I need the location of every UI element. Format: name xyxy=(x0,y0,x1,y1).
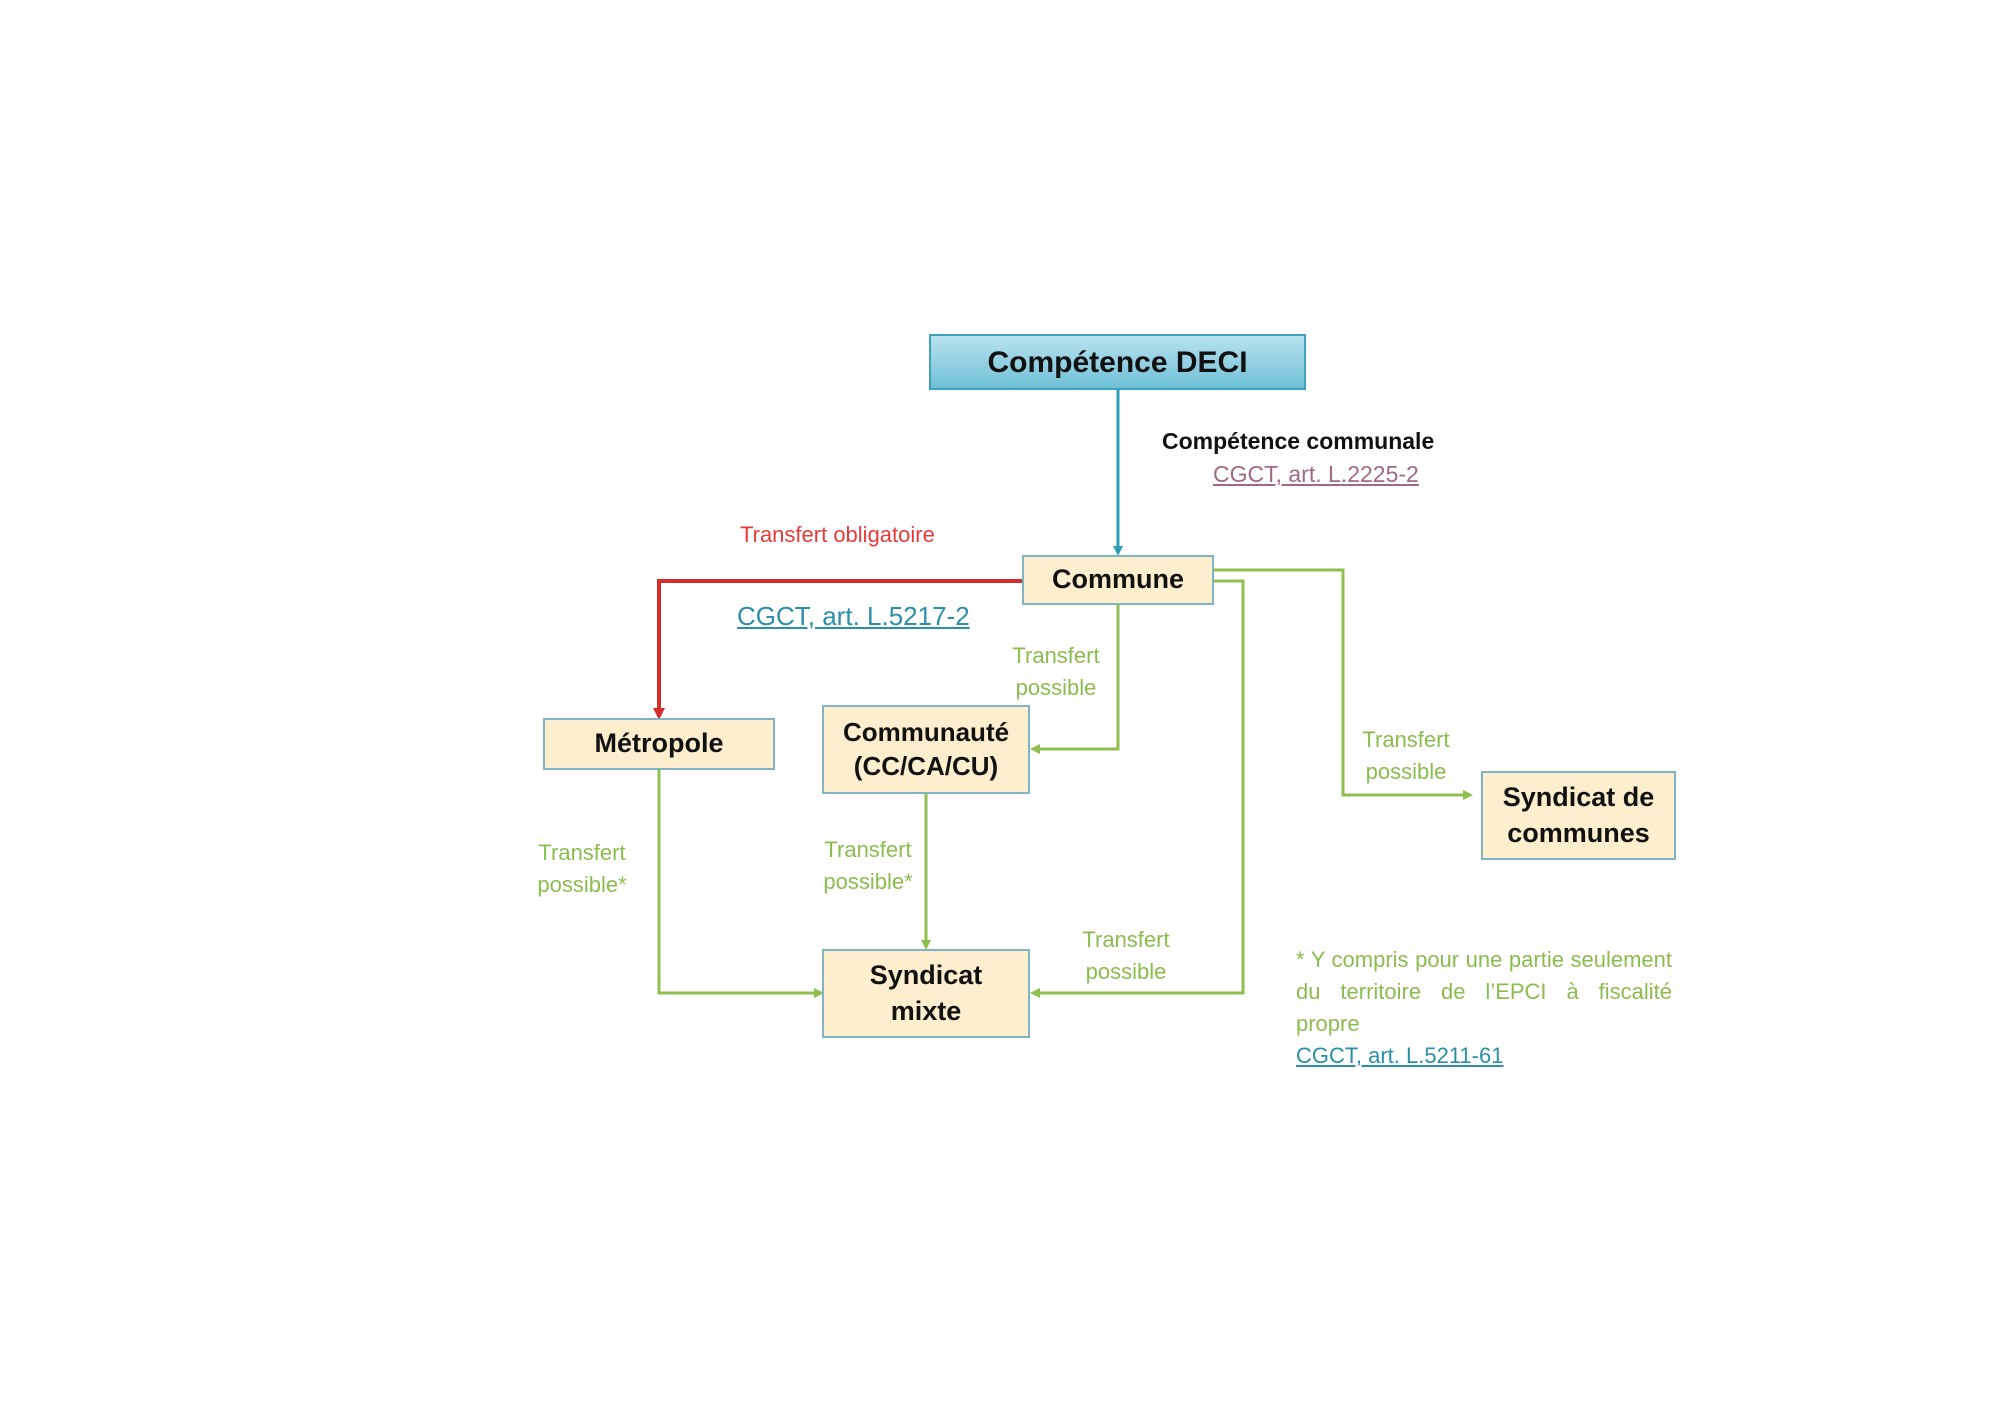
label-transfert: Transfert xyxy=(1082,927,1170,952)
label-transfert: Transfert xyxy=(1362,727,1450,752)
label-transfert: Transfert xyxy=(824,837,912,862)
label-possible: possible xyxy=(1015,674,1097,700)
label-competence-communale: Compétence communale xyxy=(1162,428,1435,454)
node-competence-deci-label: Compétence DECI xyxy=(987,345,1248,379)
label-transfert-possible-syndicat-communes: Transfert possible xyxy=(1344,724,1468,788)
node-commune: Commune xyxy=(1022,555,1214,605)
label-possible-star: possible* xyxy=(537,871,627,897)
node-competence-deci: Compétence DECI xyxy=(929,334,1306,390)
node-syndicat-communes-label-line1: Syndicat de xyxy=(1502,782,1655,813)
label-transfert-obligatoire: Transfert obligatoire xyxy=(740,522,935,547)
label-transfert-possible-communaute: Transfert possible xyxy=(996,640,1116,704)
label-transfert: Transfert xyxy=(1012,643,1100,668)
arrow-commune-to-metropole xyxy=(653,579,1024,720)
label-possible: possible xyxy=(1085,958,1167,984)
arrow-commune-to-syndicat-communes xyxy=(1214,568,1473,800)
node-communaute-label-line2: (CC/CA/CU) xyxy=(853,750,999,781)
arrow-commune-to-syndicat-mixte xyxy=(1030,579,1245,998)
node-syndicat-mixte-label-line2: mixte xyxy=(890,995,962,1026)
node-metropole: Métropole xyxy=(543,718,775,770)
label-possible-star: possible* xyxy=(823,868,913,894)
node-metropole-label: Métropole xyxy=(594,728,724,759)
arrow-commune-to-communaute xyxy=(1030,605,1120,754)
link-cgct-l2225-2[interactable]: CGCT, art. L.2225-2 xyxy=(1213,461,1419,487)
link-cgct-l5217-2[interactable]: CGCT, art. L.5217-2 xyxy=(737,601,970,631)
arrow-metropole-to-syndicat-mixte xyxy=(657,770,824,998)
node-communaute-label-line1: Communauté xyxy=(842,716,1010,747)
label-transfert: Transfert xyxy=(538,840,626,865)
label-transfert-possible-star-communaute: Transfert possible* xyxy=(808,834,928,898)
link-cgct-l5211-61[interactable]: CGCT, art. L.5211-61 xyxy=(1296,1042,1504,1068)
label-transfert-possible-star-metropole: Transfert possible* xyxy=(522,837,642,901)
label-possible: possible xyxy=(1365,758,1447,784)
node-syndicat-communes-label-line2: communes xyxy=(1507,817,1650,848)
footnote: * Y compris pour une partie seulement du… xyxy=(1296,944,1672,1072)
node-communaute: Communauté (CC/CA/CU) xyxy=(822,705,1030,794)
footnote-text: * Y compris pour une partie seulement du… xyxy=(1296,947,1672,1036)
node-commune-label: Commune xyxy=(1051,564,1184,595)
node-syndicat-mixte: Syndicat mixte xyxy=(822,949,1030,1038)
node-syndicat-mixte-label-line1: Syndicat xyxy=(869,960,983,991)
label-transfert-possible-syndicat-mixte: Transfert possible xyxy=(1064,924,1188,988)
node-syndicat-de-communes: Syndicat de communes xyxy=(1481,771,1676,860)
